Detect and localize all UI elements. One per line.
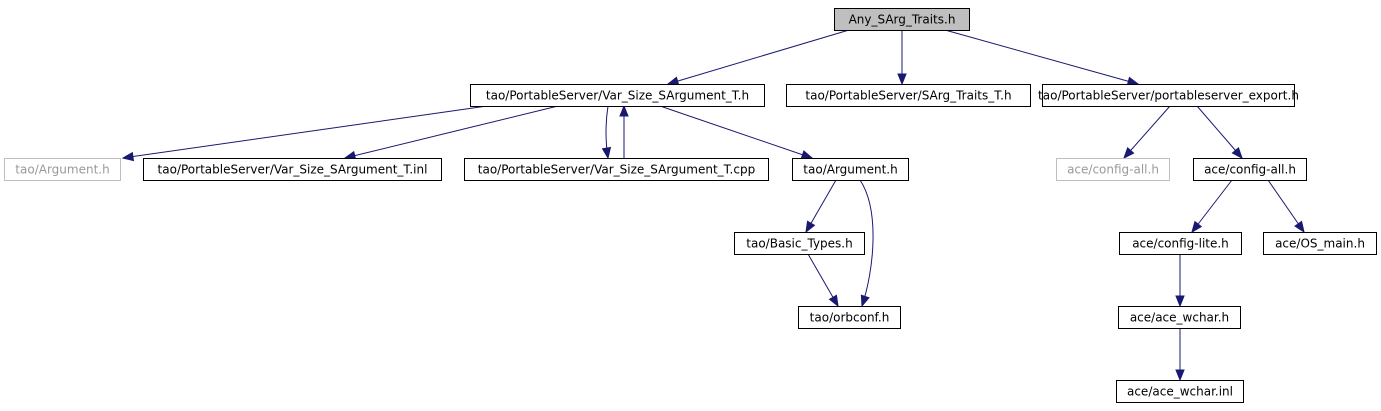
node-label: ace/ace_wchar.h (1130, 311, 1229, 325)
node-basic[interactable]: tao/Basic_Types.h (734, 232, 865, 255)
node-inl[interactable]: tao/PortableServer/Var_Size_SArgument_T.… (143, 158, 442, 181)
arrowhead (666, 76, 680, 86)
edge-line (859, 179, 874, 307)
node-box[interactable] (1116, 380, 1244, 403)
edge-line (1267, 179, 1305, 233)
edge-n_cfg-to-n_lite (1191, 179, 1233, 234)
node-arg[interactable]: tao/Argument.h (792, 158, 909, 181)
arrowhead (601, 146, 612, 160)
arrowhead (800, 150, 814, 160)
edge-n_arg-to-n_orb (859, 179, 874, 308)
node-box[interactable] (786, 84, 1031, 107)
node-label: tao/PortableServer/Var_Size_SArgument_T.… (158, 163, 428, 177)
edge-n_root-to-n_export (944, 29, 1140, 86)
node-label: ace/config-lite.h (1132, 237, 1229, 251)
node-label: ace/config-all.h (1067, 163, 1159, 177)
arrowhead (1175, 369, 1185, 382)
arrowhead (1231, 146, 1243, 160)
edge-line (1196, 105, 1243, 159)
edge-n_varsize-to-n_inl (343, 105, 559, 161)
node-label: tao/Argument.h (803, 163, 897, 177)
arrowhead (897, 73, 907, 86)
node-label: Any_SArg_Traits.h (849, 13, 956, 27)
node-label: tao/PortableServer/Var_Size_SArgument_T.… (478, 163, 755, 177)
node-cfg_ext: ace/config-all.h (1056, 158, 1170, 181)
edge-line (659, 105, 813, 159)
edge-n_basic-to-n_orb (807, 253, 839, 308)
node-orb[interactable]: tao/orbconf.h (798, 306, 901, 329)
node-sargT[interactable]: tao/PortableServer/SArg_Traits_T.h (786, 84, 1031, 107)
node-box (1056, 158, 1170, 181)
arrowhead (619, 104, 629, 117)
node-cfg[interactable]: ace/config-all.h (1193, 158, 1307, 181)
edge-line (122, 105, 488, 159)
node-root[interactable]: Any_SArg_Traits.h (834, 8, 970, 31)
node-export[interactable]: tao/PortableServer/portableserver_export… (1038, 84, 1299, 107)
node-box[interactable] (1263, 232, 1377, 255)
node-label: tao/PortableServer/SArg_Traits_T.h (805, 89, 1011, 103)
nodes-layer: Any_SArg_Traits.h tao/PortableServer/Var_… (4, 8, 1377, 403)
arrowhead (1294, 220, 1305, 234)
node-cpp[interactable]: tao/PortableServer/Var_Size_SArgument_T.… (464, 158, 769, 181)
edge-line (944, 29, 1139, 85)
node-label: ace/config-all.h (1204, 163, 1296, 177)
edge-n_root-to-n_sargT (897, 30, 907, 86)
arrowhead (1123, 146, 1135, 160)
node-box (4, 158, 121, 181)
node-box[interactable] (470, 84, 765, 107)
node-box[interactable] (1042, 84, 1295, 107)
edges-layer (121, 29, 1305, 382)
node-box[interactable] (464, 158, 769, 181)
arrowhead (1191, 220, 1203, 234)
arrowhead (121, 151, 135, 162)
node-box[interactable] (834, 8, 970, 31)
node-label: tao/PortableServer/portableserver_export… (1038, 89, 1299, 103)
node-wcharinl[interactable]: ace/ace_wchar.inl (1116, 380, 1244, 403)
arrowhead (860, 294, 870, 308)
node-label: tao/Argument.h (15, 163, 109, 177)
edge-n_export-to-n_cfg (1196, 105, 1243, 160)
edge-n_cpp-to-n_varsize (619, 104, 629, 159)
arrowhead (1175, 295, 1185, 308)
edge-n_root-to-n_varsize (666, 29, 850, 86)
node-box[interactable] (1118, 306, 1241, 329)
node-arg_ext: tao/Argument.h (4, 158, 121, 181)
arrowhead (828, 294, 839, 308)
edge-n_varsize-to-n_arg_ext (121, 105, 488, 162)
edge-line (344, 105, 559, 159)
node-label: tao/PortableServer/Var_Size_SArgument_T.… (486, 89, 749, 103)
node-osmain[interactable]: ace/OS_main.h (1263, 232, 1377, 255)
node-box[interactable] (734, 232, 865, 255)
node-label: tao/Basic_Types.h (746, 237, 852, 251)
node-label: ace/ace_wchar.inl (1127, 385, 1233, 399)
node-wchar[interactable]: ace/ace_wchar.h (1118, 306, 1241, 329)
arrowhead (805, 220, 816, 234)
node-label: ace/OS_main.h (1275, 237, 1365, 251)
edge-n_lite-to-n_wchar (1175, 254, 1185, 308)
node-box[interactable] (143, 158, 442, 181)
edge-line (1191, 179, 1233, 233)
node-lite[interactable]: ace/config-lite.h (1119, 232, 1242, 255)
edge-line (1123, 105, 1171, 159)
node-box[interactable] (1193, 158, 1307, 181)
node-varsize[interactable]: tao/PortableServer/Var_Size_SArgument_T.… (470, 84, 765, 107)
edge-n_export-to-n_cfg_ext (1123, 105, 1171, 160)
edge-n_arg-to-n_basic (805, 179, 837, 234)
edge-n_wchar-to-n_wcharinl (1175, 328, 1185, 382)
edge-n_varsize-to-n_arg (659, 105, 814, 160)
node-label: tao/orbconf.h (810, 311, 890, 325)
edge-n_varsize-to-n_cpp (601, 105, 612, 160)
edge-line (667, 29, 850, 85)
node-box[interactable] (798, 306, 901, 329)
edge-n_cfg-to-n_osmain (1267, 179, 1305, 234)
node-box[interactable] (1119, 232, 1242, 255)
node-box[interactable] (792, 158, 909, 181)
